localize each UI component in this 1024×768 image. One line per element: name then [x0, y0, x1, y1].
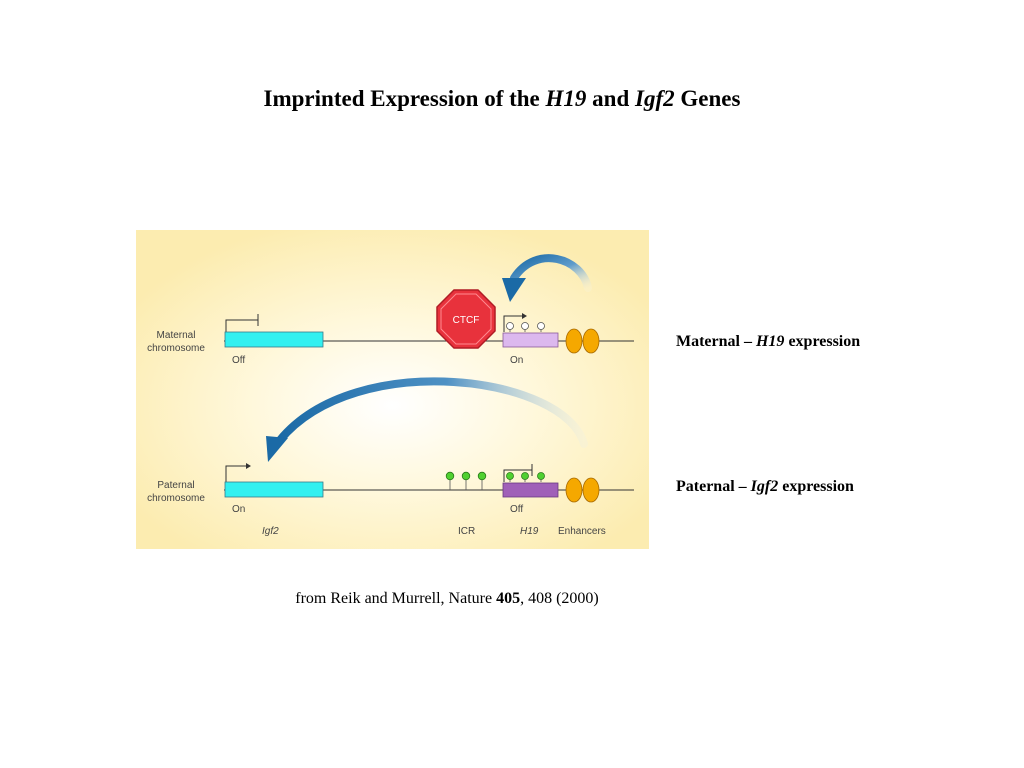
paternal-h19-methylated-sites	[506, 472, 545, 482]
methyl-lollipop-icon	[477, 471, 487, 481]
title-gene-h19: H19	[545, 86, 587, 111]
maternal-unmethylated-sites	[506, 322, 545, 332]
maternal-expression-label: Maternal – H19 expression	[676, 333, 861, 350]
maternal-label-line2: chromosome	[147, 343, 205, 354]
ctcf-octagon-icon	[436, 289, 496, 349]
label-igf2: Igf2	[262, 526, 279, 537]
maternal-h19-promoter-arrow-icon	[503, 315, 522, 332]
paternal-expression-label: Paternal – Igf2 expression	[676, 478, 854, 495]
methyl-lollipop-icon	[445, 471, 455, 481]
maternal-label-line1: Maternal	[157, 330, 196, 341]
diagram-background	[136, 230, 649, 549]
label-icr: ICR	[458, 526, 475, 537]
maternal-h19-box	[502, 332, 559, 348]
methyl-lollipop-icon	[521, 472, 529, 480]
icr-methylated-sites	[445, 471, 487, 490]
paternal-h19-state: Off	[510, 504, 523, 515]
paternal-enhancer-icon	[565, 477, 583, 503]
maternal-h19-arrowhead-icon	[522, 313, 527, 319]
open-lollipop-icon	[506, 322, 514, 330]
maternal-h19-state: On	[510, 355, 523, 366]
open-lollipop-icon	[537, 322, 545, 330]
page-title: Imprinted Expression of the H19 and Igf2…	[263, 86, 741, 111]
title-gene-igf2: Igf2	[635, 86, 675, 111]
paternal-chromosome: Paternal chromosome On	[147, 463, 634, 515]
citation-volume: 405	[496, 590, 521, 607]
paternal-label-line2: chromosome	[147, 493, 205, 504]
open-lollipop-icon	[521, 322, 529, 330]
paternal-label-line1: Paternal	[157, 480, 194, 491]
paternal-igf2-state: On	[232, 504, 245, 515]
methyl-lollipop-icon	[461, 471, 471, 481]
curved-arrow-paternal	[266, 377, 588, 462]
label-enhancers: Enhancers	[558, 526, 606, 537]
paternal-h19-box	[502, 482, 559, 498]
imprinting-diagram: Maternal chromosome Off CTCF	[136, 230, 649, 549]
citation: from Reik and Murrell, Nature 405, 408 (…	[295, 590, 599, 607]
ctcf-label: CTCF	[453, 315, 480, 326]
maternal-chromosome: Maternal chromosome Off CTCF	[147, 289, 634, 366]
paternal-igf2-arrowhead-icon	[246, 463, 251, 469]
maternal-igf2-box	[224, 331, 324, 348]
label-h19: H19	[520, 526, 539, 537]
maternal-igf2-state: Off	[232, 355, 245, 366]
curved-arrow-maternal	[502, 254, 592, 302]
methyl-lollipop-icon	[506, 472, 514, 480]
maternal-enhancer-icon	[582, 328, 600, 354]
paternal-enhancer-icon	[582, 477, 600, 503]
paternal-igf2-box	[224, 481, 324, 498]
methyl-lollipop-icon	[537, 472, 545, 480]
maternal-igf2-promoter-blocked-icon	[225, 314, 259, 332]
paternal-h19-promoter-blocked-icon	[503, 464, 533, 482]
maternal-enhancer-icon	[565, 328, 583, 354]
paternal-igf2-promoter-arrow-icon	[225, 465, 246, 482]
